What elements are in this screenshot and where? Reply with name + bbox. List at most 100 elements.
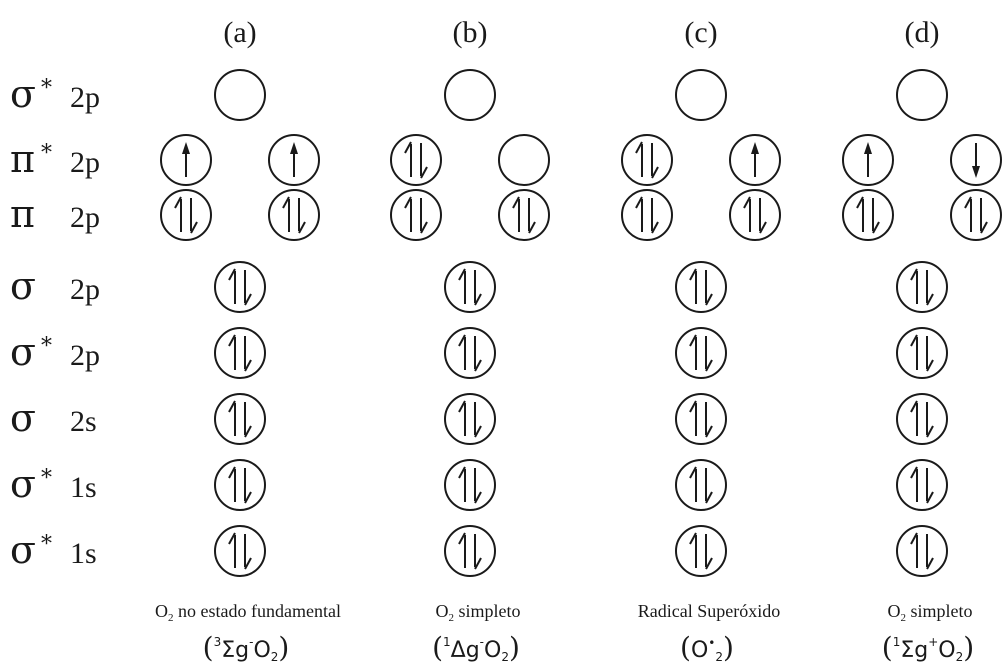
orbital-sigma_star_1s_a (896, 459, 948, 511)
level-orbital: 1s (70, 471, 97, 504)
orbital-circle (498, 134, 550, 186)
arrow-barb-up (512, 196, 520, 209)
orbital-circle (390, 189, 442, 241)
arrow-head-up (290, 142, 298, 154)
arrow-barb-down (651, 166, 659, 179)
orbital-circle (675, 459, 727, 511)
orbital-sigma_star_2p_low (444, 327, 496, 379)
arrow-barb-up (228, 400, 236, 413)
level-orbital: 2p (70, 81, 100, 114)
orbital-circle (268, 189, 320, 241)
orbital-pi_2p-left (842, 189, 894, 241)
orbital-sigma_2p (444, 261, 496, 313)
arrow-barb-up (689, 466, 697, 479)
level-label-7: σ*1s (10, 528, 97, 572)
orbital-pi_star_2p-left (842, 134, 894, 186)
arrow-barb-down (474, 293, 482, 306)
orbital-pi_2p-left (160, 189, 212, 241)
level-label-3: σ 2p (10, 264, 100, 308)
arrow-head-up (751, 142, 759, 154)
orbital-sigma_star_1s_b (444, 525, 496, 577)
arrow-barb-down (244, 293, 252, 306)
arrow-barb-up (689, 532, 697, 545)
orbital-circle (621, 134, 673, 186)
orbital-pi_2p-right (498, 189, 550, 241)
level-label-4: σ*2p (10, 330, 100, 374)
orbital-sigma_star_2p (214, 69, 266, 121)
orbital-circle (444, 69, 496, 121)
arrow-barb-down (926, 557, 934, 570)
orbital-sigma_star_1s_b (675, 525, 727, 577)
arrow-barb-down (926, 293, 934, 306)
orbital-pi_2p-left (390, 189, 442, 241)
arrow-barb-up (635, 141, 643, 154)
orbital-sigma_star_2p (444, 69, 496, 121)
arrow-barb-down (705, 491, 713, 504)
arrow-barb-down (926, 359, 934, 372)
orbital-pi_star_2p-left (160, 134, 212, 186)
arrow-barb-up (743, 196, 751, 209)
arrow-barb-down (244, 359, 252, 372)
arrow-barb-up (458, 268, 466, 281)
arrow-barb-up (458, 532, 466, 545)
arrow-barb-up (228, 466, 236, 479)
arrow-barb-down (420, 166, 428, 179)
column-letter: (b) (453, 16, 488, 49)
arrow-barb-down (926, 425, 934, 438)
arrow-barb-down (298, 221, 306, 234)
column-letter: (a) (223, 16, 256, 49)
arrow-barb-down (705, 293, 713, 306)
orbital-sigma_star_1s_b (214, 525, 266, 577)
orbital-sigma_2p (896, 261, 948, 313)
level-symbol: σ (10, 462, 36, 506)
level-symbol: σ (10, 528, 36, 572)
arrow-barb-up (689, 268, 697, 281)
orbital-sigma_star_2p (675, 69, 727, 121)
column-caption: Radical Superóxido (638, 601, 780, 621)
arrow-barb-down (926, 491, 934, 504)
level-symbol: π (10, 192, 35, 236)
orbital-pi_2p-right (729, 189, 781, 241)
term-symbol: (O•2) (680, 631, 734, 664)
level-symbol: σ (10, 396, 36, 440)
column-caption: O2 no estado fundamental (155, 601, 341, 624)
level-star: * (41, 334, 52, 359)
orbital-sigma_star_1s_a (444, 459, 496, 511)
orbital-circle (214, 525, 266, 577)
level-star: * (41, 466, 52, 491)
arrow-barb-up (228, 268, 236, 281)
column-letter: (c) (684, 16, 717, 49)
level-symbol: σ (10, 264, 36, 308)
level-orbital: 2p (70, 273, 100, 306)
arrow-barb-up (404, 196, 412, 209)
orbital-pi_star_2p-right (498, 134, 550, 186)
orbital-circle (896, 261, 948, 313)
arrow-barb-down (420, 221, 428, 234)
arrow-barb-down (474, 557, 482, 570)
level-label-0: σ*2p (10, 72, 100, 116)
arrow-barb-up (228, 532, 236, 545)
orbital-pi_2p-left (621, 189, 673, 241)
orbital-circle (896, 69, 948, 121)
orbital-circle (896, 459, 948, 511)
orbital-pi_star_2p-left (390, 134, 442, 186)
orbital-circle (621, 189, 673, 241)
arrow-barb-down (474, 491, 482, 504)
orbital-sigma_star_2p (896, 69, 948, 121)
orbital-circle (444, 459, 496, 511)
arrow-barb-down (651, 221, 659, 234)
level-symbol: π (10, 137, 35, 181)
orbital-sigma_star_2p_low (896, 327, 948, 379)
orbital-circle (896, 327, 948, 379)
orbital-circle (896, 393, 948, 445)
arrow-barb-up (910, 400, 918, 413)
arrow-barb-up (458, 334, 466, 347)
column-caption: O2 simpleto (436, 601, 521, 624)
arrow-barb-up (910, 268, 918, 281)
level-label-6: σ* 1s (10, 462, 97, 506)
orbital-circle (675, 393, 727, 445)
orbital-circle (675, 327, 727, 379)
arrow-barb-up (635, 196, 643, 209)
